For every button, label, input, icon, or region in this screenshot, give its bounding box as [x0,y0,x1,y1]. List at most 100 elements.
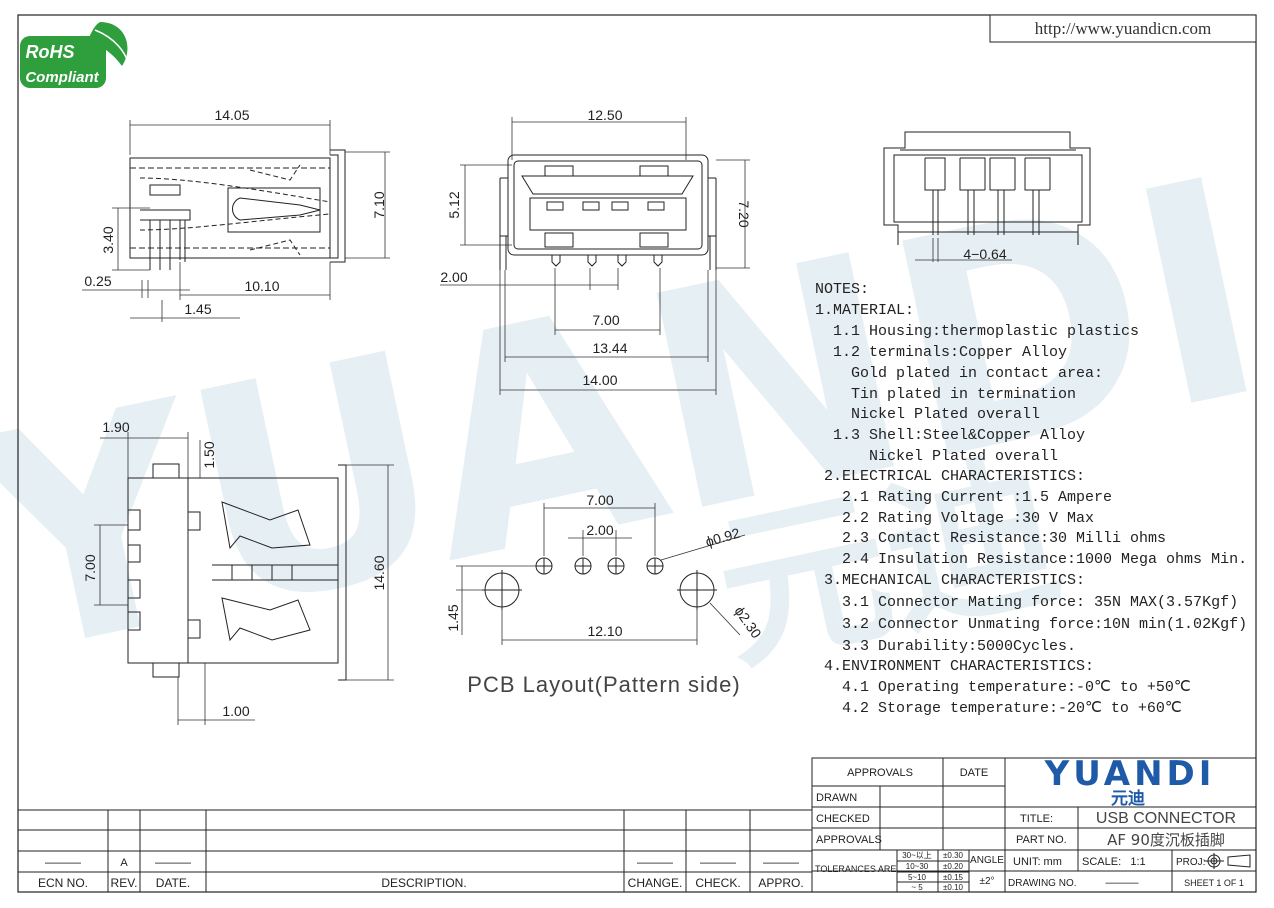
rohs-text: RoHS [26,42,75,62]
note-line: 1.2 terminals:Copper Alloy [815,344,1067,361]
rohs-logo: RoHS Compliant [20,22,131,88]
dim-side-offset: 1.45 [184,301,211,317]
tol-range: ~ 5 [911,883,923,892]
ecn-header: ECN NO. [38,876,88,890]
check-value: ——— [700,855,736,869]
unit-label: UNIT: mm [1013,856,1062,868]
dim-pcb-offset: 1.45 [445,604,461,631]
tol-value: ±0.30 [943,851,964,860]
dim-top-c: 1.00 [222,703,249,719]
title-block [811,757,1257,893]
pcb-dimensions [456,503,746,645]
note-line: NOTES: [815,281,869,298]
top-dimensions [94,432,394,725]
part-value: AF 90度沉板插脚 [1107,831,1225,849]
dim-top-length: 14.60 [371,555,387,590]
drawn-label: DRAWN [816,792,857,804]
note-line: 1.3 Shell:Steel&Copper Alloy [815,427,1085,444]
note-line: 2.3 Contact Resistance:30 Milli ohms [815,530,1166,547]
dim-front-pin-b: 7.00 [592,312,619,328]
scale-label: SCALE: [1082,856,1121,868]
front-view [499,154,717,270]
tol-range: 10~30 [906,862,929,871]
note-line: 4.ENVIRONMENT CHARACTERISTICS: [815,658,1094,675]
website-link[interactable]: http://www.yuandicn.com [1035,19,1211,38]
sheet-border [17,14,1257,893]
note-line: 3.3 Durability:5000Cycles. [815,638,1076,655]
dim-top-pitch: 7.00 [82,554,98,581]
dim-top-b: 1.50 [201,441,217,468]
change-header: CHANGE. [628,876,683,890]
revision-block [18,809,812,892]
pcb-caption: PCB Layout(Pattern side) [467,672,740,697]
tol-range: 5~10 [908,873,927,882]
note-line: 1.1 Housing:thermoplastic plastics [815,323,1139,340]
dim-front-width: 12.50 [587,107,622,123]
note-line: Nickel Plated overall [815,406,1040,423]
compliant-text: Compliant [25,69,99,86]
description-header: DESCRIPTION. [381,876,466,890]
rear-view [883,131,1091,245]
title-value: USB CONNECTOR [1096,810,1236,827]
front-dimensions [440,117,750,395]
part-label: PART NO. [1016,834,1067,846]
note-line: 2.4 Insulation Resistance:1000 Mega ohms… [815,551,1247,568]
dim-side-length: 10.10 [244,278,279,294]
note-line: 4.2 Storage temperature:-20℃ to +60℃ [815,700,1182,717]
scale-value: 1:1 [1130,856,1145,868]
drawing-no-label: DRAWING NO. [1008,878,1077,889]
tol-value: ±0.20 [943,862,964,871]
tolerances-label: TOLERANCES ARE [815,864,896,874]
note-line: 3.MECHANICAL CHARACTERISTICS: [815,572,1085,589]
dim-rear-pins: 4−0.64 [963,246,1006,262]
dim-front-width-c: 14.00 [582,372,617,388]
note-line: 2.2 Rating Voltage :30 V Max [815,510,1094,527]
angle-label: ANGLE [970,855,1004,866]
rear-dimensions [915,238,1012,262]
date-col-header: DATE. [156,876,190,890]
top-view [127,463,347,681]
note-line: Tin plated in termination [815,386,1076,403]
tol-value: ±0.10 [943,883,964,892]
appro-header: APPRO. [758,876,803,890]
note-line: 1.MATERIAL: [815,302,914,319]
dim-side-height: 7.10 [371,191,387,218]
tol-value: ±0.15 [943,873,964,882]
note-line: 3.1 Connector Mating force: 35N MAX(3.57… [815,594,1238,611]
notes: NOTES: 1.MATERIAL: 1.1 Housing:thermopla… [815,281,1247,717]
dim-front-height: 7.20 [736,200,752,227]
check-header: CHECK. [695,876,740,890]
pcb-layout [482,557,717,610]
title-label: TITLE: [1020,813,1053,825]
checked-label: CHECKED [816,813,870,825]
company-logo: YUANDI 元迪 [1044,754,1216,809]
side-dimensions [82,120,390,322]
change-value: ——— [637,855,673,869]
angle-value: ±2° [979,876,994,887]
note-line: Nickel Plated overall [815,448,1058,465]
note-line: Gold plated in contact area: [815,365,1103,382]
dim-front-width-b: 13.44 [592,340,627,356]
company-logo-cjk: 元迪 [1111,788,1145,809]
date-value: ——— [155,855,191,869]
company-logo-text: YUANDI [1044,754,1216,794]
dim-front-pin-a: 2.00 [440,269,467,285]
approvals-label: APPROVALS [816,834,882,846]
note-line: 4.1 Operating temperature:-0℃ to +50℃ [815,679,1191,696]
dim-front-inner: 5.12 [446,191,462,218]
tol-range: 30~以上 [902,851,932,860]
dim-side-pin: 3.40 [100,226,116,253]
note-line: 2.1 Rating Current :1.5 Ampere [815,489,1112,506]
appro-value: ——— [763,855,799,869]
dim-side-gap: 0.25 [84,273,111,289]
drawing-no-value: ——— [1106,877,1139,889]
proj-label: PROJ: [1176,857,1205,868]
sheet-label: SHEET 1 OF 1 [1184,878,1244,888]
dim-pcb-span: 7.00 [586,492,613,508]
dim-pcb-pitch: 2.00 [586,522,613,538]
dim-pcb-width: 12.10 [587,623,622,639]
date-header: DATE [960,767,989,779]
dim-side-width: 14.05 [214,107,249,123]
note-line: 3.2 Connector Unmating force:10N min(1.0… [815,616,1247,633]
